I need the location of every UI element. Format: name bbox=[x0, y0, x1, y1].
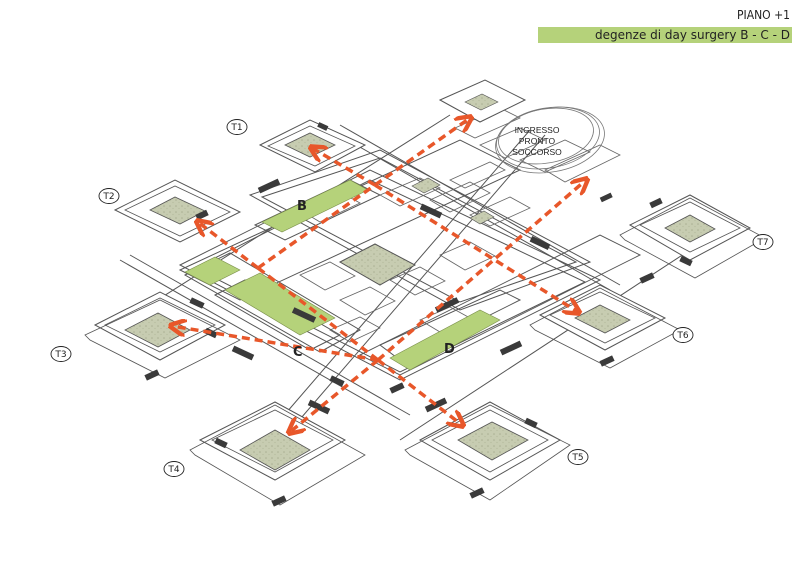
route-arrow-t4 bbox=[290, 358, 380, 432]
tower-t1-block bbox=[258, 119, 367, 173]
wing-label-d: D bbox=[444, 342, 455, 357]
wing-d-area bbox=[389, 309, 501, 371]
svg-text:T3: T3 bbox=[54, 350, 66, 360]
svg-text:T5: T5 bbox=[571, 453, 583, 463]
tower-t2-block bbox=[113, 179, 242, 243]
route-arrow-t3-diag bbox=[172, 326, 379, 362]
entrance-label: INGRESSO PRONTO SOCCORSO bbox=[512, 125, 562, 157]
svg-text:T6: T6 bbox=[676, 331, 688, 341]
central-courtyard bbox=[338, 243, 417, 286]
svg-text:T7: T7 bbox=[756, 238, 768, 248]
wing-label-c: C bbox=[293, 345, 303, 360]
tower-label-t1: T1 bbox=[226, 119, 248, 135]
tower-label-t7: T7 bbox=[752, 234, 774, 250]
svg-text:T2: T2 bbox=[102, 192, 114, 202]
svg-text:T1: T1 bbox=[230, 123, 242, 133]
entrance-line-3: SOCCORSO bbox=[512, 147, 562, 157]
tower-label-t6: T6 bbox=[672, 327, 694, 343]
entrance-line-1: INGRESSO bbox=[515, 125, 560, 135]
subtitle-band bbox=[538, 27, 792, 43]
tower-t5-block bbox=[404, 401, 571, 501]
route-arrow-t6b bbox=[374, 183, 578, 312]
wing-b-area bbox=[261, 179, 369, 233]
tower-labels: T1 T2 T3 T4 T5 T6 T7 bbox=[50, 119, 774, 477]
tower-label-t2: T2 bbox=[98, 188, 120, 204]
tower-t3-block bbox=[84, 291, 241, 381]
tower-label-t4: T4 bbox=[163, 461, 185, 477]
svg-text:T4: T4 bbox=[167, 465, 179, 475]
floor-title: PIANO +1 bbox=[737, 8, 790, 22]
route-arrow-t7 bbox=[376, 180, 586, 362]
tower-t7-block bbox=[619, 194, 766, 279]
entrance-line-2: PRONTO bbox=[519, 136, 556, 146]
route-arrow-top bbox=[373, 118, 470, 187]
floor-subtitle: degenze di day surgery B - C - D bbox=[595, 28, 790, 42]
tower-t4-block bbox=[189, 401, 366, 507]
route-arrow-t5 bbox=[376, 358, 462, 425]
wing-b-area-left bbox=[184, 256, 241, 286]
tower-label-t5: T5 bbox=[567, 449, 589, 465]
entrance-marker bbox=[495, 106, 605, 174]
wing-label-b: B bbox=[297, 199, 307, 214]
tower-label-t3: T3 bbox=[50, 346, 72, 362]
